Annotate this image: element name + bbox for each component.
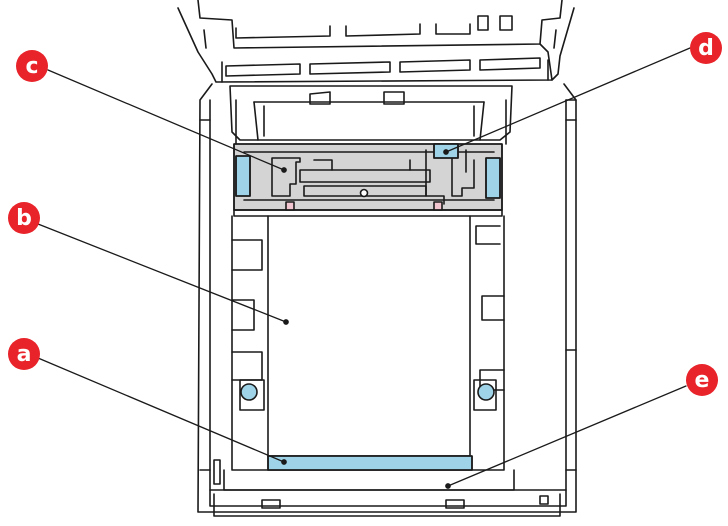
callout-a: a <box>8 338 40 370</box>
top-cover <box>177 0 575 83</box>
blue-handle-bar <box>267 455 473 471</box>
leader-dot-d <box>443 149 449 155</box>
leader-dot-e <box>445 483 451 489</box>
leader-dot-a <box>281 459 287 465</box>
callout-c: c <box>16 50 48 82</box>
leader-line-b <box>37 223 287 323</box>
leader-line-d <box>445 47 691 153</box>
leader-dot-c <box>281 167 287 173</box>
callout-label-d: d <box>698 36 714 61</box>
cartridge-unit <box>233 143 503 211</box>
callout-e: e <box>686 364 718 396</box>
callout-label-b: b <box>16 206 32 231</box>
transfer-belt <box>231 209 505 471</box>
leader-dot-b <box>283 319 289 325</box>
leader-line-e <box>447 385 687 487</box>
lower-tray <box>209 459 567 517</box>
callout-b: b <box>8 202 40 234</box>
leader-lines <box>37 47 691 489</box>
leader-line-c <box>47 69 285 171</box>
inner-upper-frame <box>229 85 513 145</box>
callout-d: d <box>690 32 722 64</box>
callout-label-c: c <box>25 54 38 79</box>
callout-label-a: a <box>17 342 32 367</box>
leader-line-a <box>37 357 285 463</box>
callout-label-e: e <box>695 368 710 393</box>
